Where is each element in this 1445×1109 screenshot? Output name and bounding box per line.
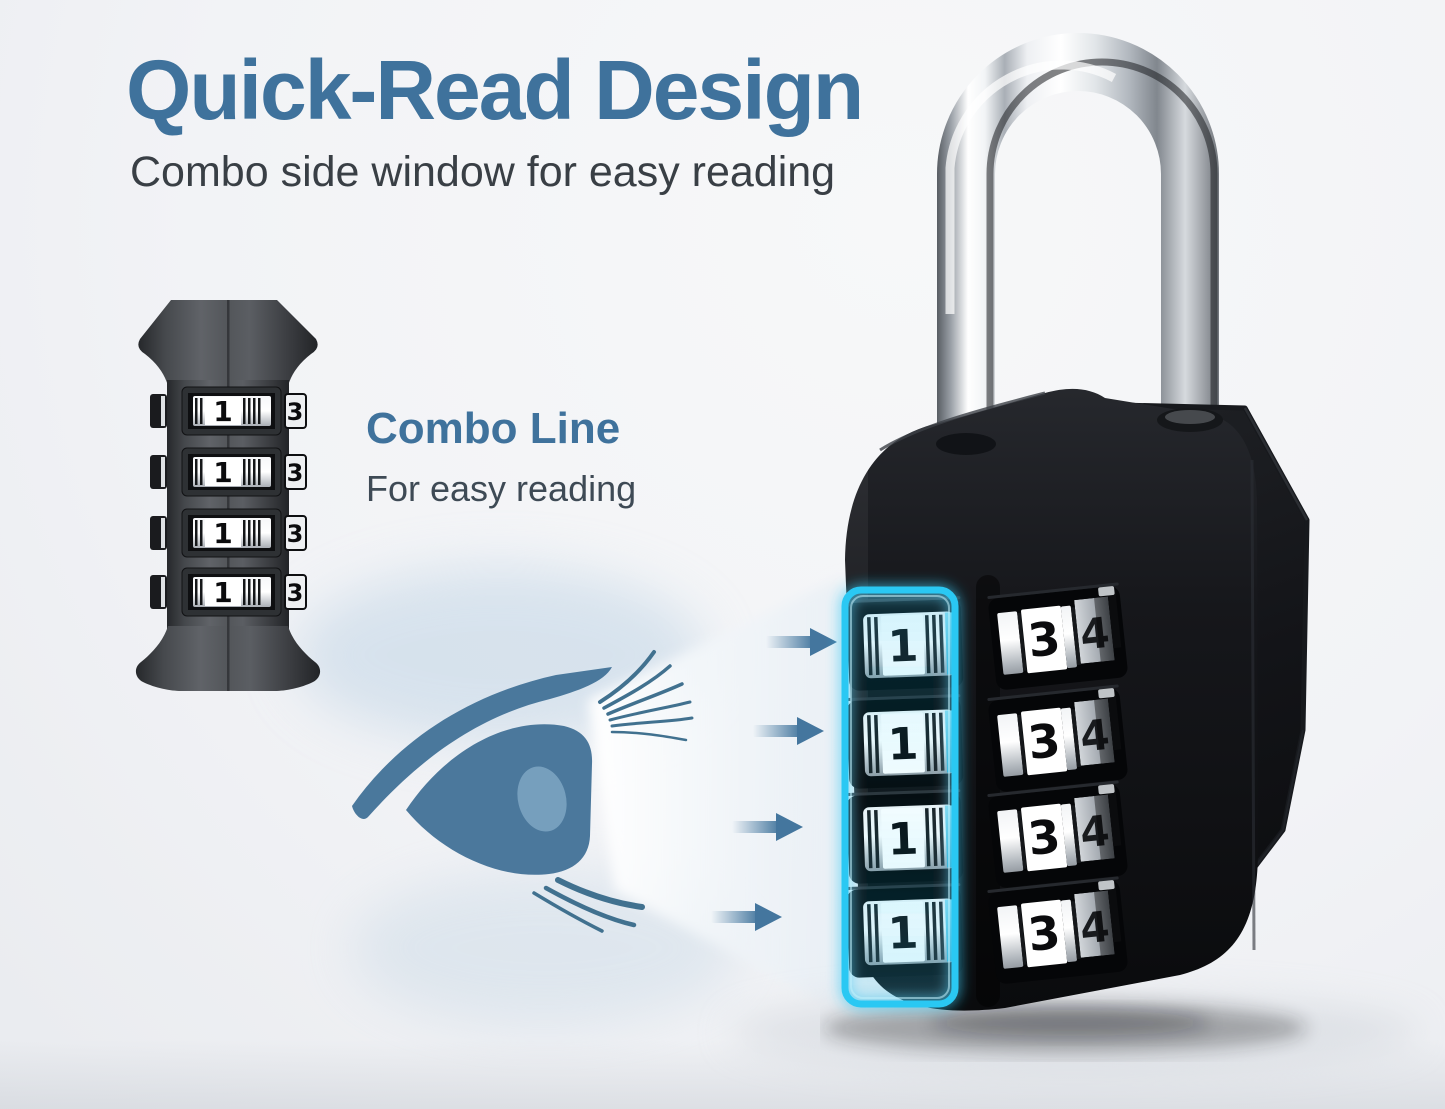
floor-gradient: [0, 1040, 1445, 1109]
small-edge-digit: 3: [287, 579, 304, 607]
lower-lashes: [532, 877, 645, 933]
dial-row: 3 4: [987, 684, 1128, 792]
adjacent-dial-digit: 4: [1078, 902, 1112, 954]
eye-icon: [352, 650, 694, 933]
eye-cornea: [406, 724, 593, 875]
adjacent-dial-window: 4: [1074, 596, 1115, 664]
page-subtitle: Combo side window for easy reading: [130, 148, 836, 196]
shackle-boss-left: [936, 433, 996, 455]
small-dial-digit: 1: [213, 576, 232, 609]
adjacent-dial-digit: 4: [1078, 710, 1112, 762]
small-edge-digit: 3: [287, 520, 304, 548]
page-title: Quick-Read Design: [126, 43, 864, 137]
small-dial-digit: 1: [213, 517, 232, 550]
body-right-edge: [1250, 459, 1256, 951]
small-lock-bottom-cap: [135, 626, 321, 691]
dial-row: 1 3: [150, 386, 307, 436]
dial-row: 1 3: [150, 508, 307, 558]
shackle-boss-right: [1157, 408, 1223, 432]
eyebrow: [352, 667, 612, 819]
small-edge-digit: 3: [287, 398, 304, 426]
small-lock-dials: 1 3 1 3 1: [150, 386, 307, 617]
small-edge-digit: 3: [287, 459, 304, 487]
combo-line-sublabel: For easy reading: [366, 468, 637, 509]
dial-row: 3 4: [987, 876, 1128, 984]
large-lock-graphic: 1 1 1: [823, 33, 1310, 1053]
dial-row: 1 3: [150, 567, 307, 617]
upper-lashes: [598, 650, 694, 742]
combo-line-callout: Combo Line For easy reading: [366, 404, 636, 510]
combo-line-highlight: [841, 586, 959, 1008]
arrow-right-icon: [732, 813, 803, 841]
dial-row: 3 4: [987, 780, 1128, 888]
eye-highlight: [517, 766, 567, 832]
adjacent-dial-window: 4: [1074, 698, 1115, 766]
front-dial-digit: 3: [1025, 713, 1062, 770]
arrow-right-icon: [711, 903, 782, 931]
adjacent-dial-window: 4: [1074, 890, 1115, 958]
body-top-highlight: [879, 391, 1046, 452]
front-dial-digit: 3: [1025, 809, 1062, 866]
shackle: [937, 33, 1219, 452]
dial-row: 3 4: [987, 582, 1128, 690]
small-lock-graphic: 1 3 1 3 1: [135, 300, 321, 691]
small-dial-digit: 1: [213, 456, 232, 489]
shackle-collar: [1165, 410, 1215, 424]
view-cone: [588, 575, 846, 1015]
adjacent-dial-window: 4: [1074, 794, 1115, 862]
adjacent-dial-digit: 4: [1078, 608, 1112, 660]
front-dial-column: 3 4 3 4: [987, 582, 1128, 984]
front-dial-digit: 3: [1025, 905, 1062, 962]
dial-row: 1 3: [150, 447, 307, 497]
front-dial-digit: 3: [1025, 611, 1062, 668]
small-lock-top-cap: [138, 300, 318, 386]
arrow-right-icon: [753, 717, 824, 745]
small-dial-digit: 1: [213, 395, 232, 428]
adjacent-dial-digit: 4: [1078, 806, 1112, 858]
sight-arrows: [711, 628, 837, 931]
arrow-right-icon: [766, 628, 837, 656]
combo-line-label: Combo Line: [366, 404, 621, 453]
lock-contact-shadow: [930, 1010, 1210, 1036]
